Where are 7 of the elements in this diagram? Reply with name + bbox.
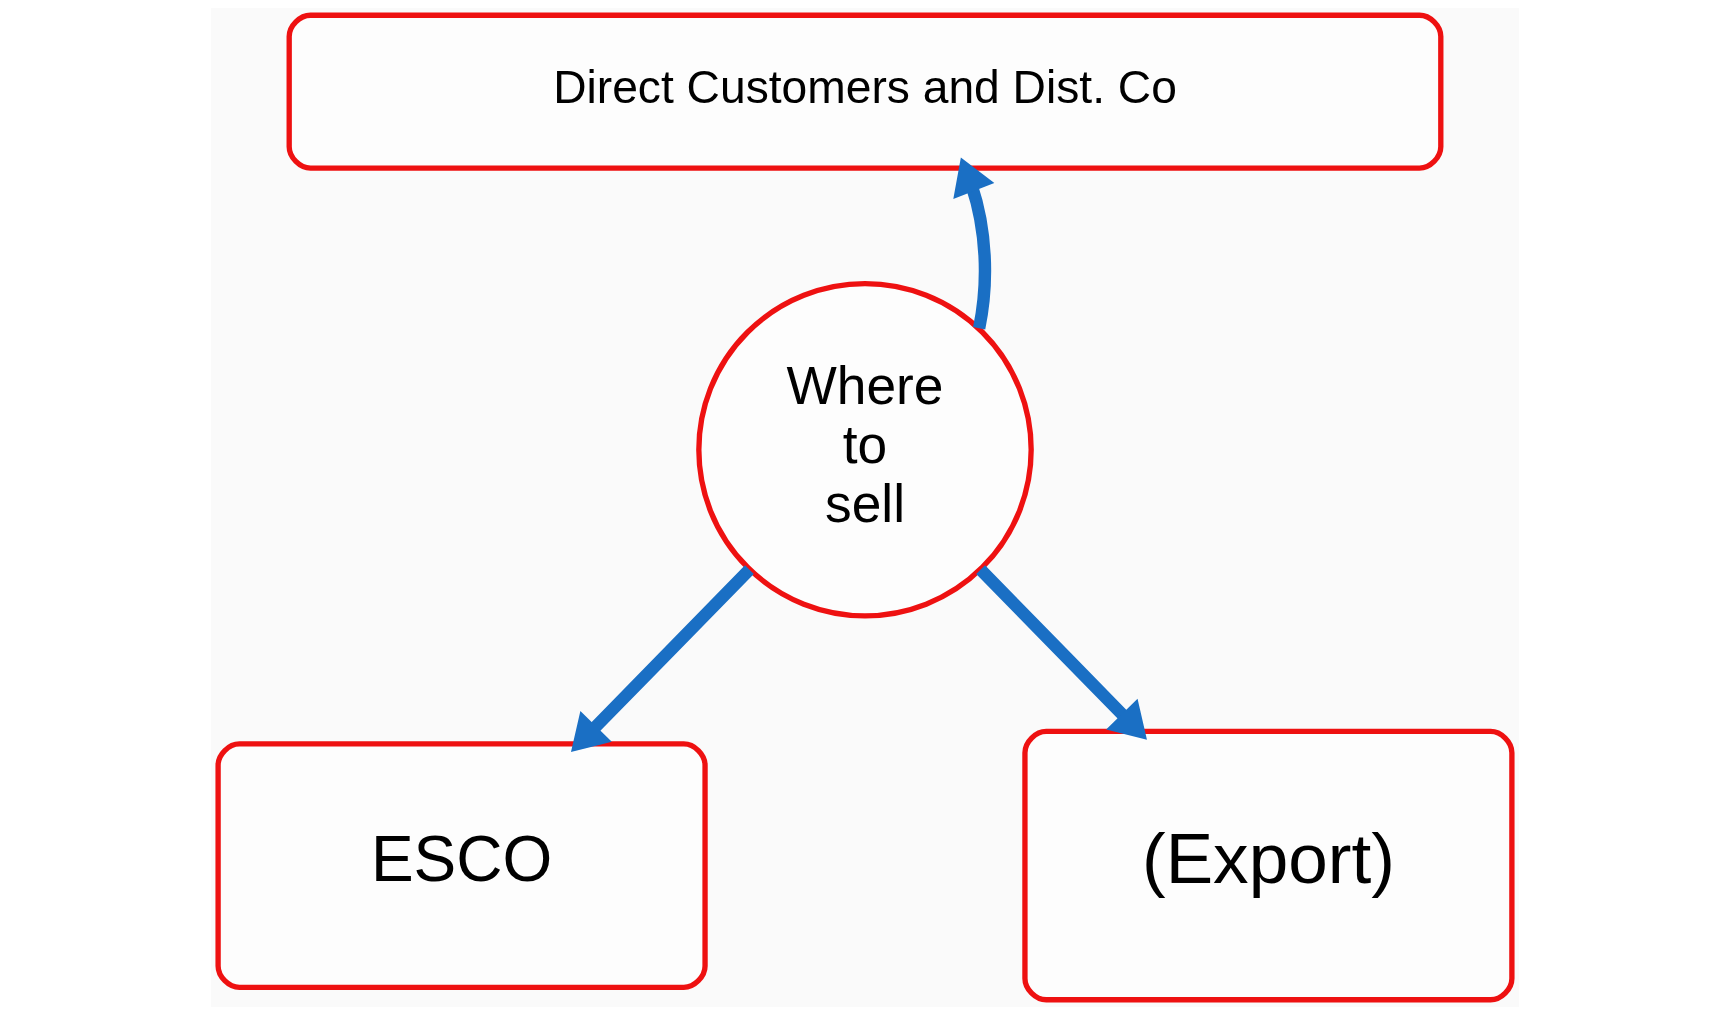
node-circle: Where to sell: [695, 280, 1034, 619]
arrow: [952, 157, 994, 330]
node-box: Direct Customers and Dist. Co: [286, 12, 1443, 171]
arrow: [975, 565, 1147, 740]
arrow: [570, 565, 754, 752]
node-box: ESCO: [214, 741, 708, 990]
node-box: (Export): [1021, 728, 1515, 1003]
